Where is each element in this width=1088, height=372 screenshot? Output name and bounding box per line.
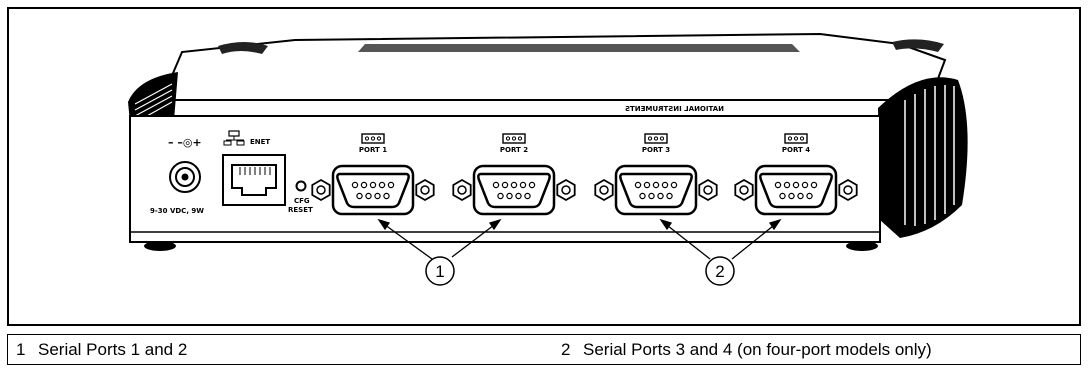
enet-label: ENET [250,138,270,146]
port-2-label: PORT 2 [500,146,528,154]
network-icon [223,130,245,146]
serial-port-2: PORT 2 [452,133,576,216]
left-foot-top [218,42,268,54]
ioioi-icon [784,133,808,144]
power-polarity-label: – –◎+ [168,136,202,149]
ioioi-icon [502,133,526,144]
serial-port-1: PORT 1 [311,133,435,216]
ioioi-icon [644,133,668,144]
device-lid [147,32,947,101]
callout-arrows [377,218,782,260]
legend-item-2-number: 2 [561,339,571,359]
port-4-label: PORT 4 [782,146,810,154]
cfg-label: CFG [294,197,310,205]
callout-1-number: 1 [435,262,444,281]
legend-item-1-text: Serial Ports 1 and 2 [38,339,188,359]
serial-port-4: PORT 4 [734,133,858,216]
callout-2-number: 2 [715,262,724,281]
callout-1: 1 [425,256,455,286]
reset-label: RESET [288,206,313,214]
callout-2: 2 [705,256,735,286]
left-grip [128,72,178,122]
power-label: 9-30 VDC, 9W [150,207,204,215]
legend-table: 1 Serial Ports 1 and 2 2 Serial Ports 3 … [7,334,1081,365]
port-3-label: PORT 3 [642,146,670,154]
reset-button [295,180,307,192]
legend-item-1-number: 1 [16,339,26,359]
right-foot [846,241,878,251]
brand-mirrored: NATIONAL INSTRUMENTS [625,105,724,113]
legend-item-1: 1 Serial Ports 1 and 2 [8,340,535,360]
legend-item-2-text: Serial Ports 3 and 4 (on four-port model… [583,339,932,359]
serial-ports: PORT 1 PORT 2 PORT 3 PORT 4 [311,133,858,216]
serial-port-3: PORT 3 [594,133,718,216]
right-foot-top [892,39,944,52]
port-1-label: PORT 1 [359,146,387,154]
lid-groove [358,44,800,52]
left-foot [144,241,176,251]
legend-item-2: 2 Serial Ports 3 and 4 (on four-port mod… [535,340,1080,360]
ioioi-icon [361,133,385,144]
